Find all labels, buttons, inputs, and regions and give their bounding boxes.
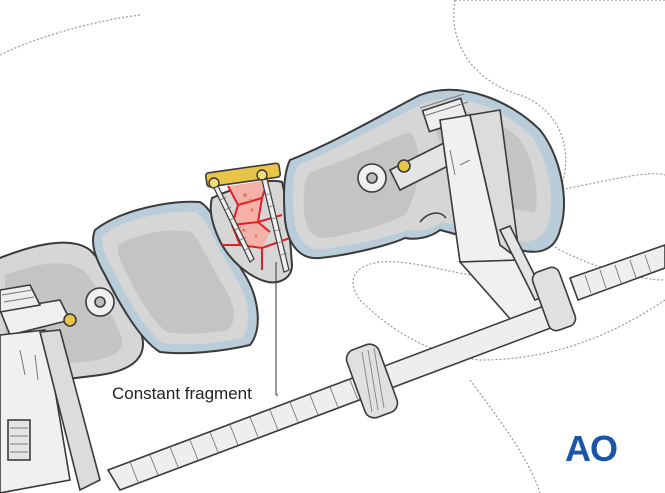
fixator-clamp-right xyxy=(357,93,523,263)
ao-logo-icon: AO xyxy=(565,428,618,470)
middle-bone xyxy=(92,200,259,355)
constant-fragment-label: Constant fragment xyxy=(112,384,252,403)
threaded-rod xyxy=(106,244,665,491)
plate xyxy=(204,162,282,189)
ao-logo-text: AO xyxy=(565,428,618,469)
screws xyxy=(213,178,290,273)
callout-leader xyxy=(275,262,278,396)
fixator-clamp-left xyxy=(0,284,115,493)
